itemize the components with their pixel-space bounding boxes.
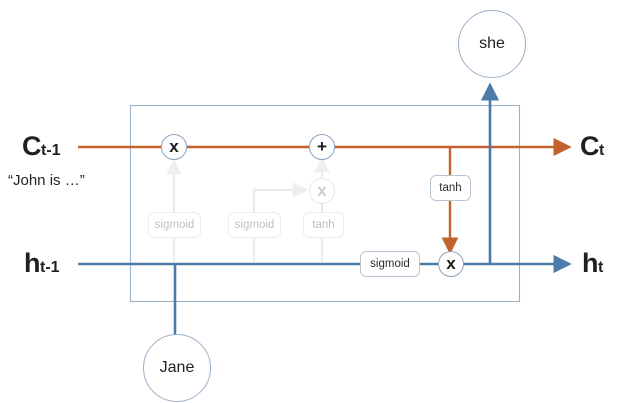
- hidden-state-in-label: ht-1: [24, 248, 60, 279]
- word-output-bubble[interactable]: she: [458, 10, 526, 78]
- cell-state-in-base: C: [22, 131, 42, 161]
- output-multiply-symbol: x: [446, 254, 456, 273]
- word-input-label: Jane: [159, 359, 195, 376]
- word-output-label: she: [479, 35, 505, 52]
- candidate-gate-label: tanh: [312, 219, 335, 231]
- state-add-symbol: +: [317, 137, 327, 156]
- output-gate-box[interactable]: sigmoid: [360, 251, 420, 277]
- input-gate-box[interactable]: sigmoid: [228, 212, 281, 238]
- hidden-state-in-sub: t-1: [40, 259, 60, 276]
- output-gate-label: sigmoid: [370, 258, 410, 270]
- input-multiply-node[interactable]: x: [309, 178, 335, 204]
- faded-wiring-group: [166, 156, 330, 262]
- candidate-gate-box[interactable]: tanh: [303, 212, 344, 238]
- cell-state-out-base: C: [580, 131, 600, 161]
- input-gate-label: sigmoid: [234, 219, 275, 231]
- output-multiply-node[interactable]: x: [438, 251, 464, 277]
- forget-multiply-symbol: x: [169, 137, 179, 156]
- forget-multiply-node[interactable]: x: [161, 134, 187, 160]
- cell-state-in-sub: t-1: [41, 142, 61, 159]
- cell-state-out-label: Ct: [580, 131, 604, 162]
- cell-tanh-label: tanh: [439, 182, 462, 194]
- cell-state-in-label: Ct-1: [22, 131, 61, 162]
- state-add-node[interactable]: +: [309, 134, 335, 160]
- hidden-state-out-sub: t: [598, 259, 604, 276]
- input-multiply-symbol: x: [317, 181, 327, 200]
- context-phrase-label: “John is …”: [8, 172, 85, 189]
- hidden-state-out-label: ht: [582, 248, 603, 279]
- cell-tanh-box[interactable]: tanh: [430, 175, 471, 201]
- word-input-bubble[interactable]: Jane: [143, 334, 211, 402]
- hidden-state-in-base: h: [24, 248, 41, 278]
- hidden-state-out-base: h: [582, 248, 599, 278]
- forget-gate-label: sigmoid: [154, 219, 195, 231]
- cell-boundary-box: [129, 104, 521, 303]
- cell-state-out-sub: t: [599, 142, 605, 159]
- forget-gate-box[interactable]: sigmoid: [148, 212, 201, 238]
